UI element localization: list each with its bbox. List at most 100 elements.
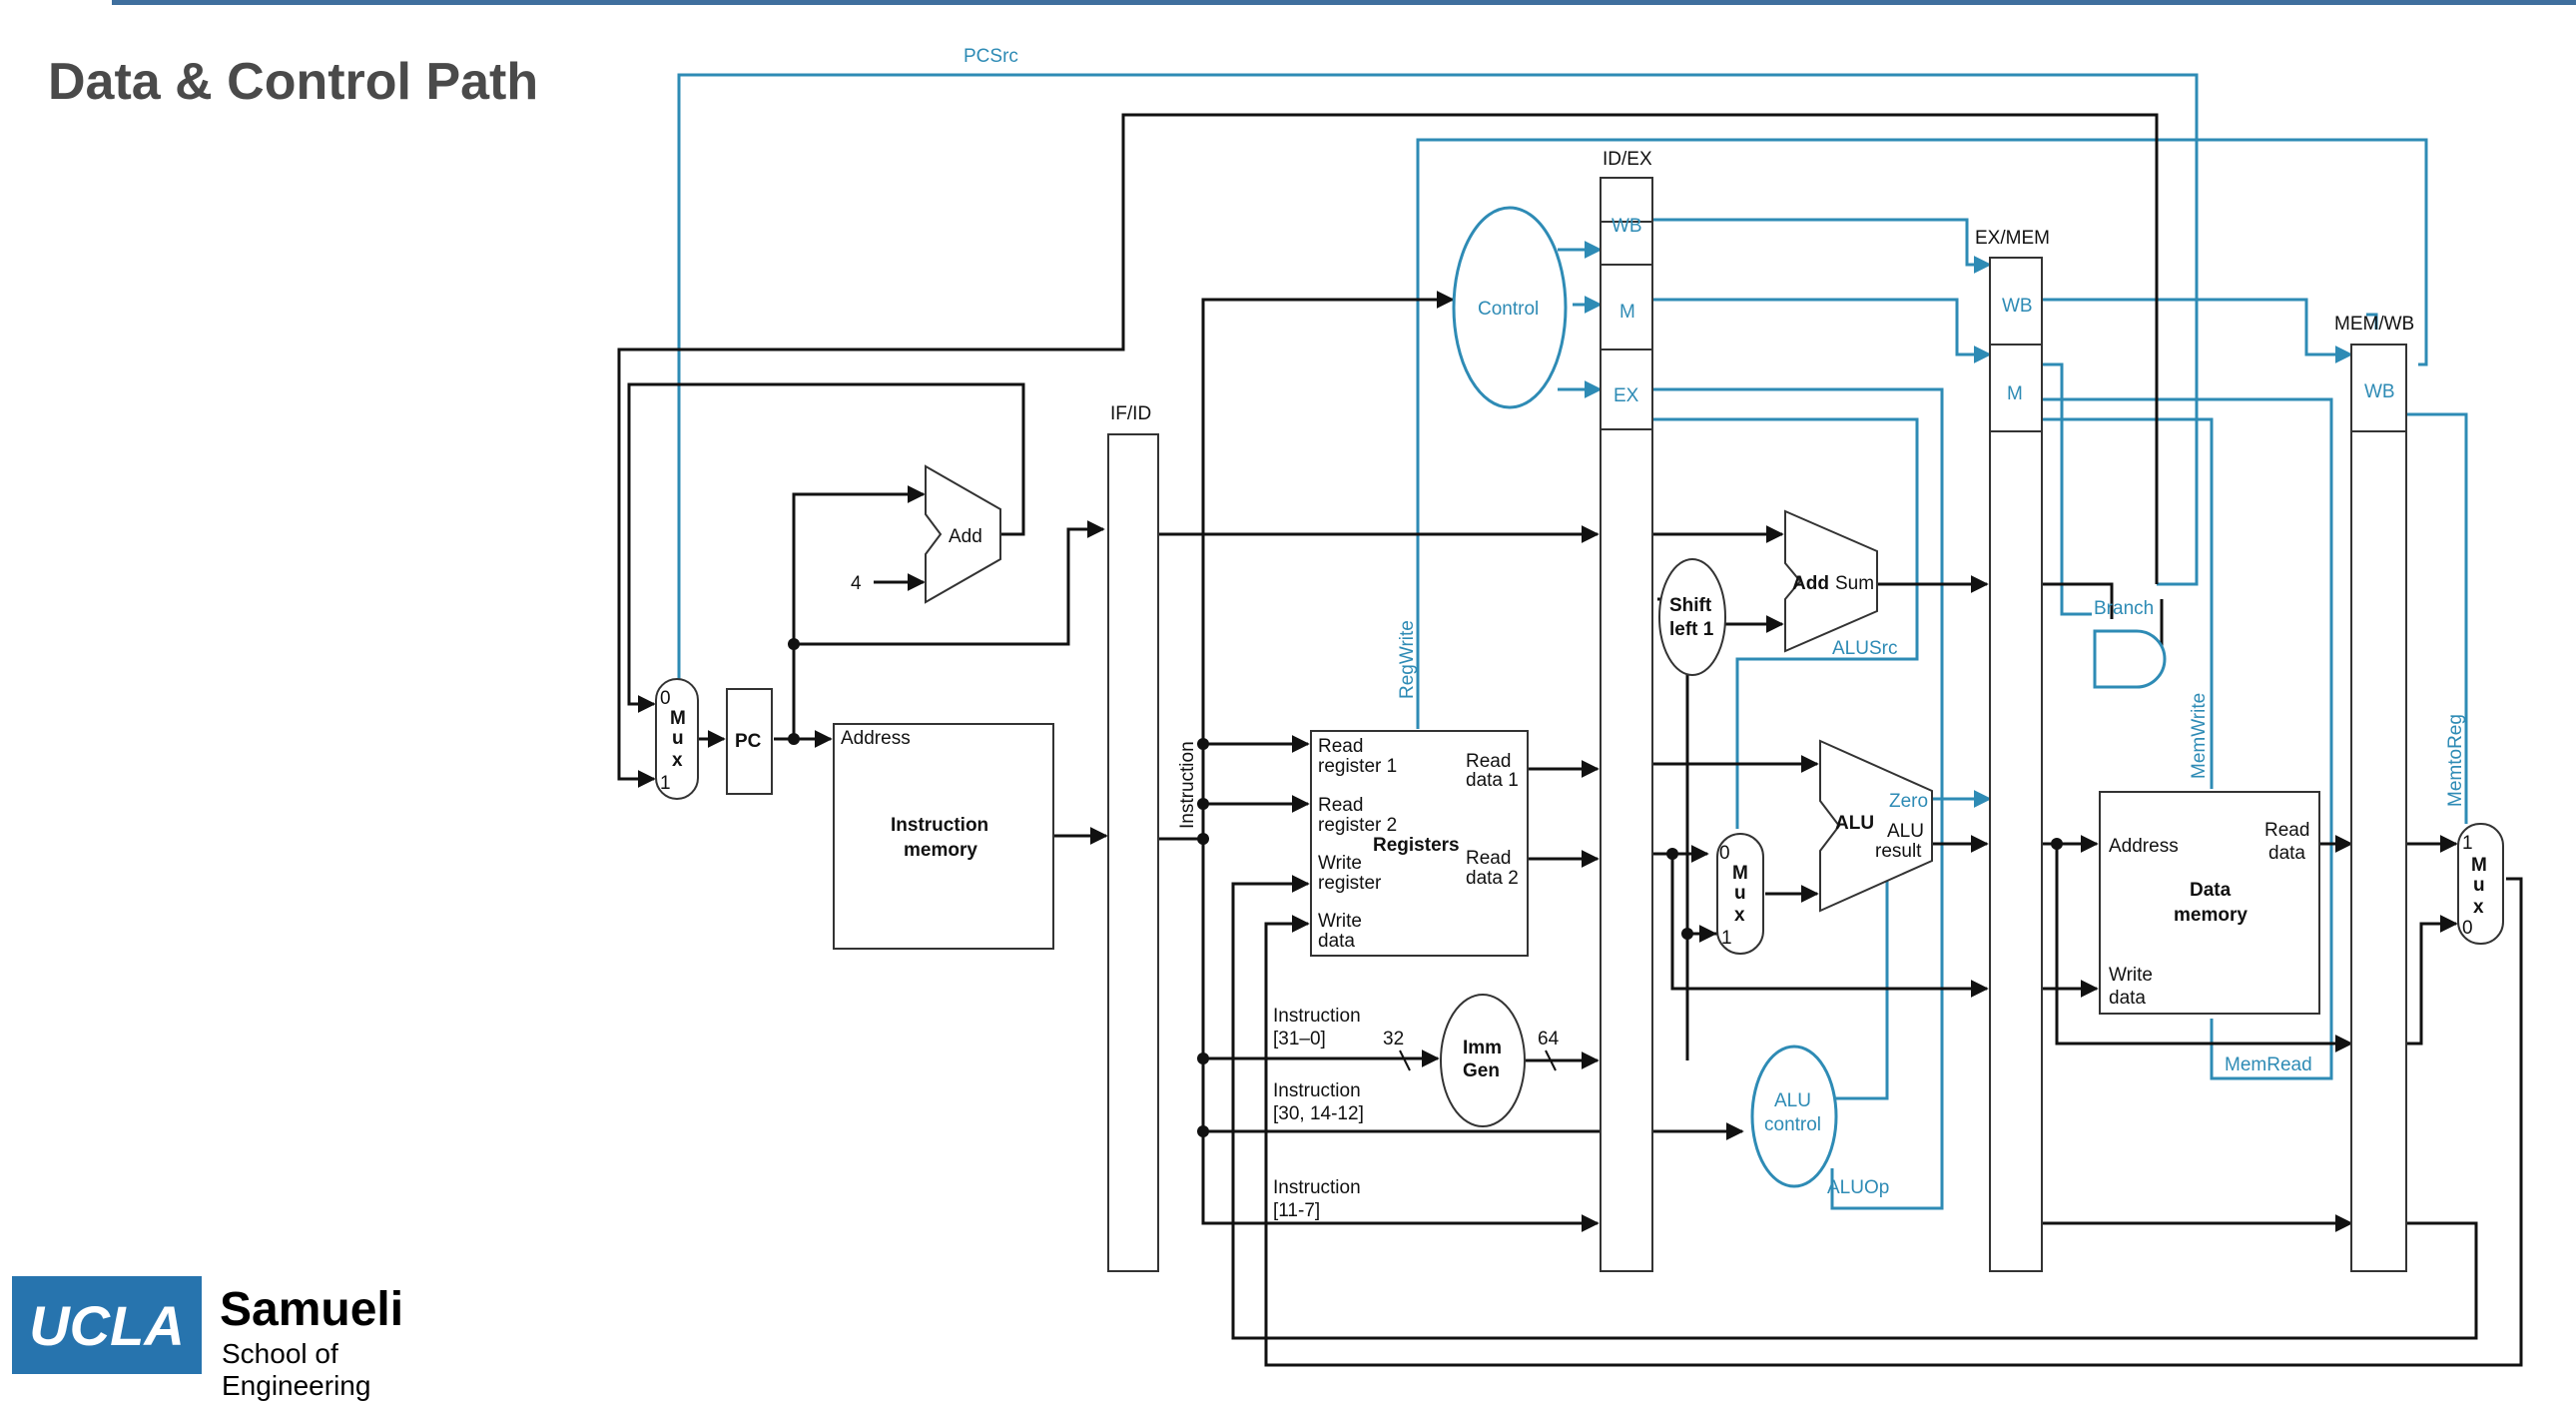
svg-text:Read: Read <box>1318 795 1363 816</box>
svg-text:RegWrite: RegWrite <box>1397 620 1418 699</box>
svg-text:IF/ID: IF/ID <box>1110 403 1151 424</box>
register-file: Read register 1 Read register 2 Write re… <box>1310 730 1529 957</box>
svg-text:u: u <box>2473 875 2485 896</box>
pipeline-register-mem-wb: MEM/WB WB <box>2334 314 2414 1272</box>
svg-text:Control: Control <box>1478 299 1539 320</box>
svg-text:WB: WB <box>2002 296 2033 317</box>
svg-text:Write: Write <box>2109 965 2153 986</box>
svg-text:x: x <box>672 750 683 771</box>
svg-text:0: 0 <box>2462 918 2473 939</box>
pcsrc-wire <box>677 73 2199 684</box>
svg-text:ALU: ALU <box>1774 1090 1811 1111</box>
svg-text:PCSrc: PCSrc <box>964 46 1018 67</box>
svg-text:1: 1 <box>1721 928 1732 949</box>
alu: ALU Zero ALU result <box>1819 739 1933 913</box>
svg-text:Add: Add <box>1792 573 1829 594</box>
svg-text:PC: PC <box>735 731 762 752</box>
control-wires <box>677 73 2468 1210</box>
control-signal-labels: PCSrc RegWrite ALUSrc Branch MemWrite Me… <box>964 46 2466 1198</box>
pc-register: PC <box>726 688 773 795</box>
instruction-label: Instruction <box>1177 741 1198 829</box>
svg-text:MEM/WB: MEM/WB <box>2334 314 2414 335</box>
svg-text:Shift: Shift <box>1669 595 1712 616</box>
svg-text:Sum: Sum <box>1835 573 1874 594</box>
data-memory: Address Read data Data memory Write data <box>2099 791 2320 1015</box>
svg-text:MemRead: MemRead <box>2225 1054 2312 1075</box>
svg-text:0: 0 <box>660 688 671 709</box>
instruction-memory: Address Instruction memory <box>833 723 1054 950</box>
svg-text:M: M <box>2007 383 2023 404</box>
svg-text:Read: Read <box>1318 736 1363 757</box>
pc-adder: Add 4 <box>851 464 1001 604</box>
svg-text:Gen: Gen <box>1463 1060 1500 1081</box>
svg-text:64: 64 <box>1538 1029 1560 1050</box>
imm-gen: Imm Gen <box>1440 994 1526 1127</box>
svg-text:0: 0 <box>1719 843 1730 864</box>
pipeline-register-ex-mem: EX/MEM WB M <box>1975 228 2050 1272</box>
svg-text:ALU: ALU <box>1835 813 1874 834</box>
ucla-logo-mark: UCLA <box>12 1276 202 1374</box>
branch-and-gate <box>2093 629 2167 689</box>
svg-text:register 1: register 1 <box>1318 756 1397 777</box>
svg-text:memory: memory <box>2174 905 2248 926</box>
svg-text:left 1: left 1 <box>1669 619 1714 640</box>
ucla-samueli-logo: UCLA Samueli School of Engineering <box>12 1276 481 1401</box>
svg-text:control: control <box>1764 1114 1821 1135</box>
svg-text:Branch: Branch <box>2094 598 2154 619</box>
svg-text:Instruction: Instruction <box>1273 1177 1361 1198</box>
svg-text:Instruction: Instruction <box>1273 1006 1361 1027</box>
svg-text:ID/EX: ID/EX <box>1603 149 1652 170</box>
svg-text:data 2: data 2 <box>1466 868 1519 889</box>
svg-text:u: u <box>1734 883 1746 904</box>
svg-text:[31–0]: [31–0] <box>1273 1029 1326 1050</box>
svg-text:Address: Address <box>841 728 911 749</box>
svg-text:ALUOp: ALUOp <box>1827 1177 1889 1198</box>
svg-text:Instruction: Instruction <box>891 815 988 836</box>
svg-text:MemtoReg: MemtoReg <box>2445 714 2466 807</box>
pipeline-register-id-ex: ID/EX WB M EX <box>1600 149 1653 1272</box>
svg-text:Address: Address <box>2109 836 2179 857</box>
junction-dots <box>788 638 2063 1137</box>
svg-text:EX: EX <box>1613 385 1639 406</box>
svg-text:Write: Write <box>1318 853 1362 874</box>
svg-text:4: 4 <box>851 573 862 594</box>
svg-text:memory: memory <box>904 840 977 861</box>
svg-text:M: M <box>1619 302 1635 323</box>
memtoreg-mux: 1 M u x 0 <box>2457 823 2504 945</box>
svg-text:data 1: data 1 <box>1466 770 1519 791</box>
svg-text:register: register <box>1318 873 1382 894</box>
memtoreg-wire <box>2406 412 2468 824</box>
svg-text:[30, 14-12]: [30, 14-12] <box>1273 1103 1364 1124</box>
regwrite-wire <box>1416 138 2428 729</box>
svg-text:EX/MEM: EX/MEM <box>1975 228 2050 249</box>
memwrite-wire <box>2042 417 2214 789</box>
svg-text:data: data <box>2109 988 2146 1009</box>
svg-text:Add: Add <box>949 526 982 547</box>
logo-name: Samueli <box>220 1283 404 1336</box>
svg-text:x: x <box>2473 897 2484 918</box>
svg-text:Data: Data <box>2190 880 2232 901</box>
svg-text:u: u <box>672 728 684 749</box>
top-rule <box>112 0 2576 5</box>
svg-text:ALUSrc: ALUSrc <box>1832 638 1897 659</box>
svg-text:WB: WB <box>2364 381 2395 402</box>
svg-text:M: M <box>670 708 686 729</box>
svg-text:1: 1 <box>660 773 671 794</box>
pc-mux: 0 M u x 1 <box>655 678 699 800</box>
svg-text:Read: Read <box>1466 848 1511 869</box>
shift-left: Shift left 1 <box>1658 558 1726 676</box>
logo-subtitle: School of Engineering <box>222 1338 371 1401</box>
alu-control: ALU control <box>1750 1045 1838 1188</box>
pipeline-register-if-id: IF/ID <box>1107 403 1159 1272</box>
svg-text:Imm: Imm <box>1463 1038 1502 1058</box>
svg-text:Write: Write <box>1318 911 1362 932</box>
svg-text:M: M <box>1732 863 1748 884</box>
control-unit: Control <box>1452 206 1568 409</box>
alusrc-mux: 0 M u x 1 <box>1716 833 1764 955</box>
svg-text:Zero: Zero <box>1889 791 1928 812</box>
svg-text:[11-7]: [11-7] <box>1273 1200 1320 1221</box>
memread-wire <box>2042 397 2333 1080</box>
svg-text:32: 32 <box>1383 1029 1404 1050</box>
instruction-fields: Instruction [31–0] Instruction [30, 14-1… <box>1273 1006 1560 1221</box>
